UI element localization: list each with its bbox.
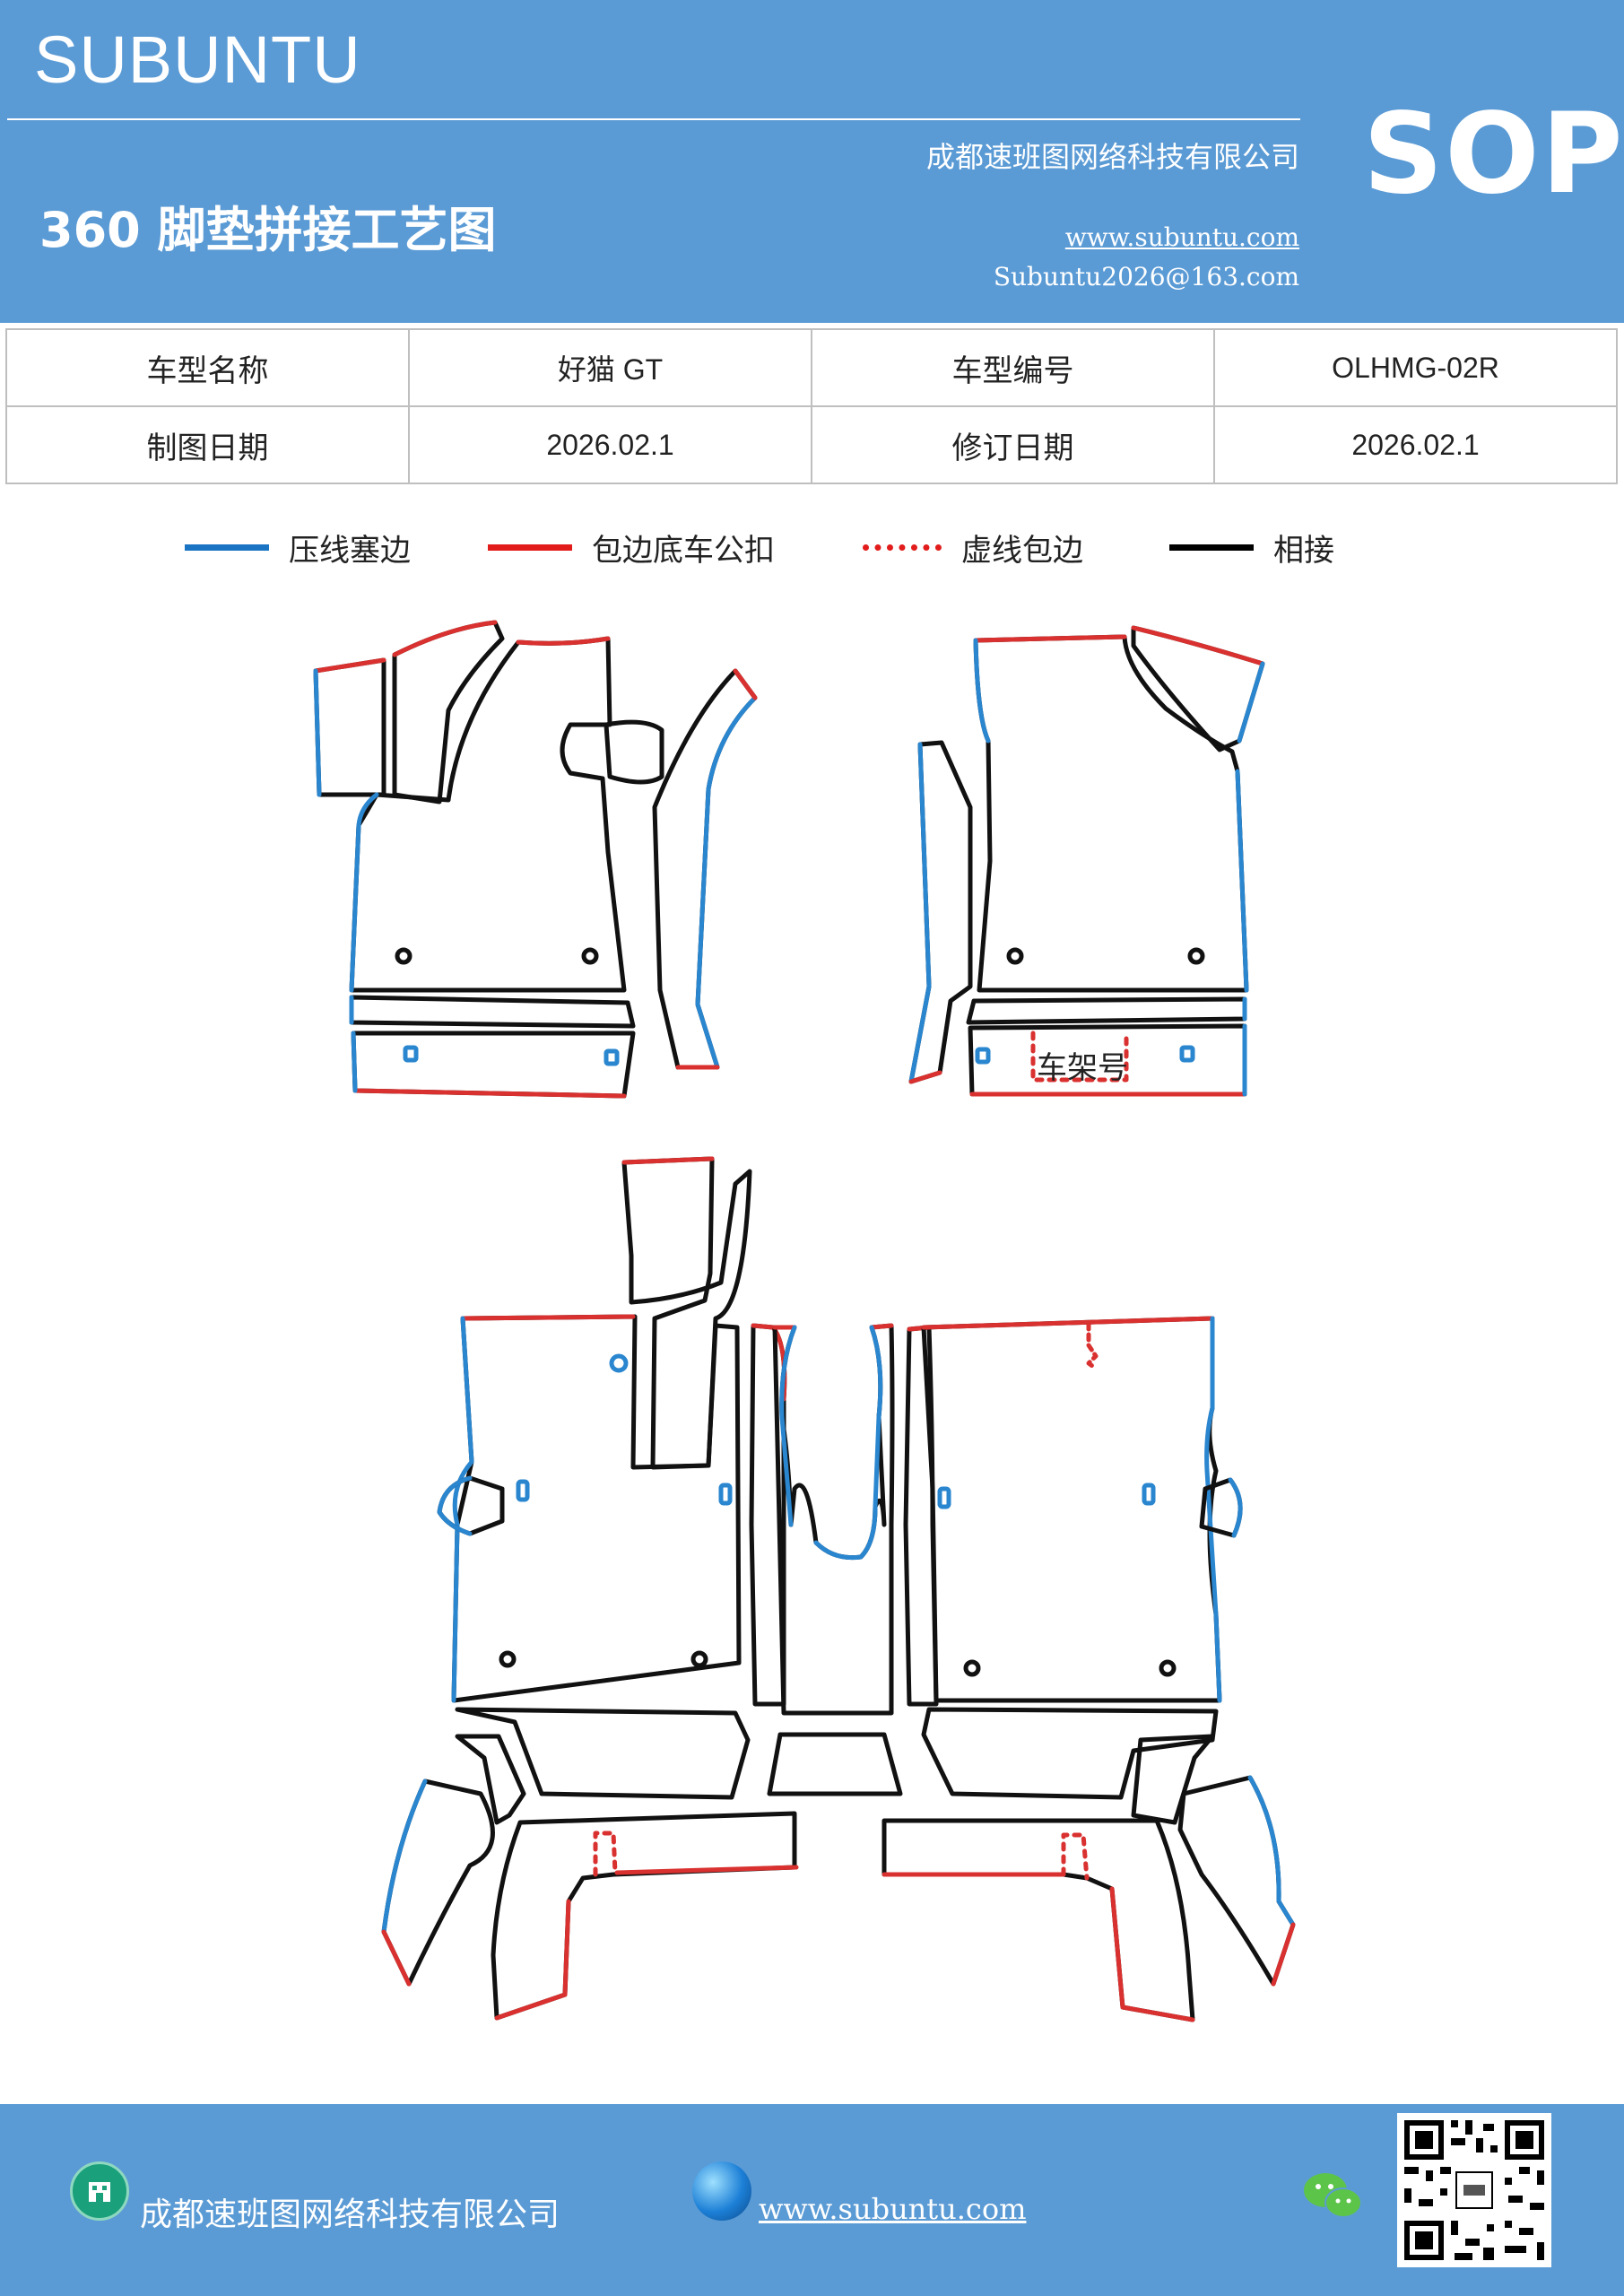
vehicle-info-table: 车型名称 好猫 GT 车型编号 OLHMG-02R 制图日期 2026.02.1… [5, 328, 1618, 484]
document-title: 360 脚垫拼接工艺图 [39, 202, 497, 258]
legend-label: 包边底车公扣 [592, 532, 775, 569]
mat-piece-bottom-right-rear-small [1131, 1734, 1215, 1825]
legend-item-joint: 相接 [1169, 520, 1334, 574]
globe-icon [692, 2161, 751, 2221]
mat-piece-top-right-main [973, 634, 1249, 993]
legend-label: 虚线包边 [961, 532, 1083, 569]
mat-piece-center-tunnel [772, 1323, 895, 1716]
table-cell: 车型名称 [5, 328, 410, 407]
footer-banner: 成都速班图网络科技有限公司 www.subuntu.com [0, 2104, 1624, 2296]
qr-code [1397, 2113, 1551, 2267]
legend-swatch-blue [185, 544, 269, 551]
sop-badge: SOP [1363, 90, 1624, 219]
header-banner: SUBUNTU 成都速班图网络科技有限公司 360 脚垫拼接工艺图 www.su… [0, 0, 1624, 323]
mat-piece-bottom-left-ear [437, 1475, 505, 1536]
mat-piece-bottom-left-rear-small [455, 1734, 526, 1825]
footer-company: 成都速班图网络科技有限公司 [140, 2196, 560, 2233]
header-company: 成都速班图网络科技有限公司 [925, 140, 1299, 174]
mat-piece-bottom-right-wheel-arch [1177, 1775, 1296, 1987]
mat-piece-bottom-left-wheel-arch [381, 1779, 495, 1987]
mat-piece-bottom-right-main [921, 1316, 1222, 1703]
mat-piece-bottom-left-rear-seat [491, 1811, 799, 2021]
footer-website-link[interactable]: www.subuntu.com [759, 2192, 1027, 2226]
header-website-link[interactable]: www.subuntu.com [1064, 222, 1299, 252]
mat-piece-top-right-bar [966, 996, 1247, 1025]
mat-piece-bottom-left-rear-bar [455, 1707, 751, 1800]
mat-piece-top-right-bottom [968, 1023, 1247, 1097]
mat-piece-center-top [621, 1156, 752, 1470]
mat-piece-top-left-side-strip [652, 668, 758, 1070]
mat-piece-top-left-main [349, 636, 664, 993]
legend-swatch-black [1169, 544, 1254, 551]
header-email: Subuntu2026@163.com [993, 262, 1299, 291]
mat-piece-bottom-right-ear [1199, 1477, 1243, 1538]
frame-number-label: 车架号 [1037, 1050, 1128, 1086]
brand-name: SUBUNTU [34, 22, 361, 97]
wechat-icon[interactable] [1302, 2169, 1365, 2222]
legend-item-press-line: 压线塞边 [185, 520, 411, 574]
table-row: 车型名称 好猫 GT 车型编号 OLHMG-02R [5, 328, 1618, 407]
table-cell: OLHMG-02R [1213, 328, 1618, 407]
table-cell: 修订日期 [811, 405, 1215, 484]
mat-piece-center-tunnel-lower [767, 1732, 903, 1796]
mat-piece-top-right-corner [1131, 625, 1265, 752]
legend-swatch-red [488, 544, 572, 551]
mat-piece-bottom-right-rear-seat [881, 1818, 1195, 2022]
table-cell: 制图日期 [5, 405, 410, 484]
mat-piece-bottom-left-main [451, 1314, 742, 1703]
mat-piece-top-right-side-strip [908, 740, 973, 1084]
table-cell: 车型编号 [811, 328, 1215, 407]
table-cell: 好猫 GT [408, 328, 812, 407]
building-icon [70, 2161, 129, 2221]
legend-swatch-red-dotted [863, 544, 942, 551]
mat-piece-top-left-seat-edge [392, 620, 505, 804]
legend-item-dotted-binding: 虚线包边 [863, 520, 1083, 574]
table-row: 制图日期 2026.02.1 修订日期 2026.02.1 [5, 405, 1618, 484]
mat-piece-top-left-bottom [351, 1031, 636, 1099]
table-cell: 2026.02.1 [408, 405, 812, 484]
mat-piece-top-left-flap [313, 657, 386, 797]
legend-label: 压线塞边 [289, 532, 411, 569]
legend-item-edge-binding: 包边底车公扣 [488, 520, 775, 574]
header-divider [7, 118, 1300, 120]
table-cell: 2026.02.1 [1213, 405, 1618, 484]
legend-label: 相接 [1273, 532, 1334, 569]
mat-piece-bottom-right-rear-bar [921, 1707, 1219, 1800]
mat-piece-top-left-bar [349, 995, 636, 1029]
